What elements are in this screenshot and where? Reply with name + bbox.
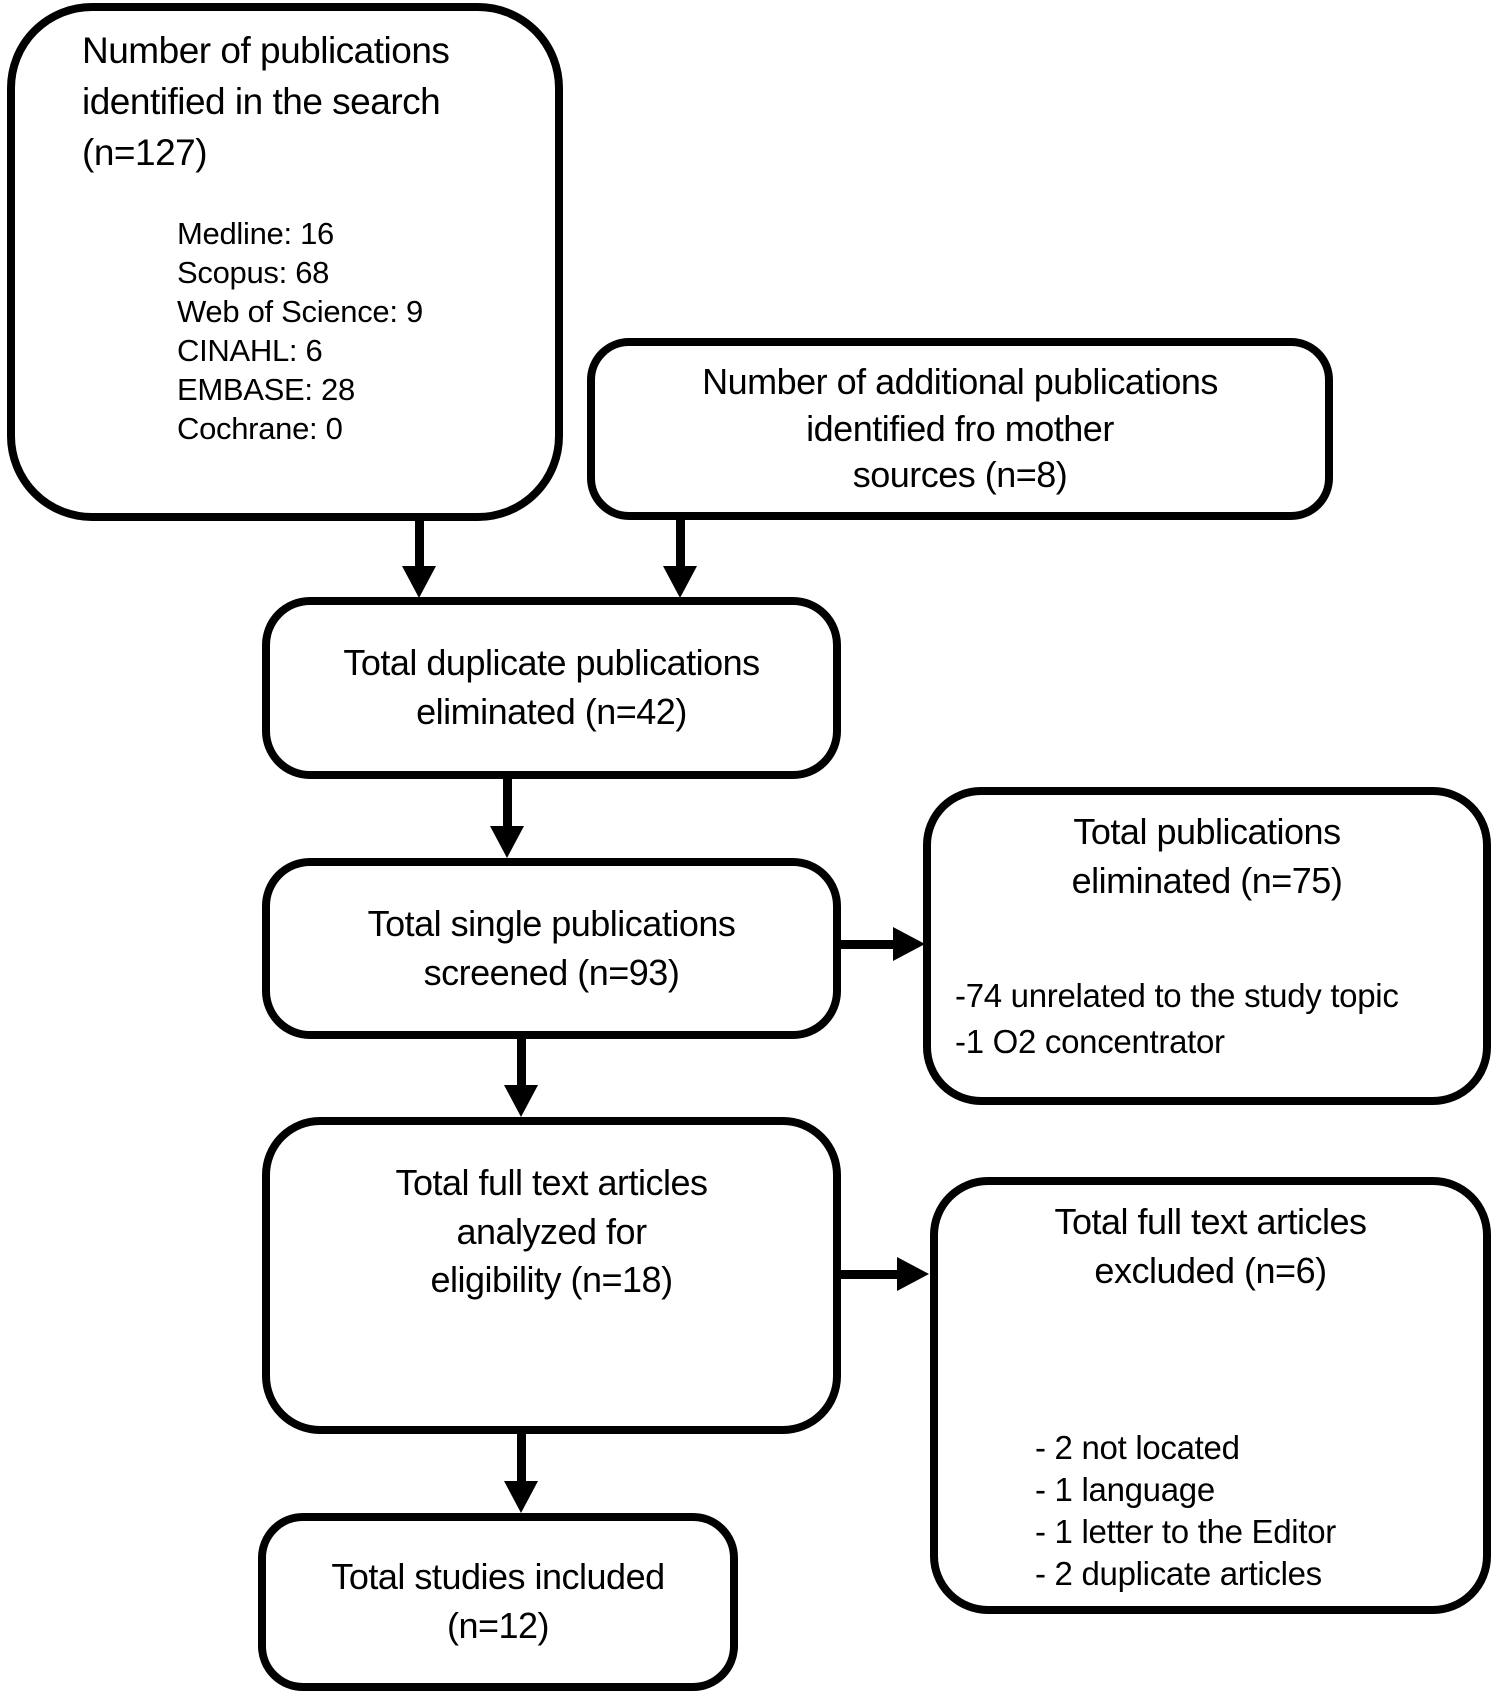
box-fulltext-analyzed: Total full text articles analyzed for el… (262, 1117, 841, 1434)
arrow-identified-to-duplicates-head (402, 566, 436, 598)
box-publications-eliminated: Total publications eliminated (n=75) -74… (923, 787, 1491, 1105)
arrow-fulltext-to-included-shaft (517, 1430, 526, 1481)
arrow-screened-to-fulltext-head (504, 1085, 538, 1117)
arrow-screened-to-eliminated-head (893, 927, 925, 961)
source-cochrane: Cochrane: 0 (177, 411, 343, 446)
box-duplicates-eliminated: Total duplicate publications eliminated … (262, 597, 841, 779)
arrow-screened-to-fulltext-shaft (517, 1035, 526, 1085)
source-embase: EMBASE: 28 (177, 372, 355, 407)
single-screened-text: Total single publications screened (n=93… (367, 902, 736, 993)
studies-included-text: Total studies included (n=12) (331, 1556, 665, 1646)
box-additional-sources: Number of additional publications identi… (587, 338, 1333, 520)
fulltext-excluded-title: Total full text articles excluded (n=6) (1054, 1201, 1367, 1291)
identified-search-source-list: Medline: 16 Scopus: 68 Web of Science: 9… (177, 214, 423, 448)
arrow-additional-to-duplicates-shaft (676, 516, 685, 568)
identified-search-heading: Number of publications identified in the… (82, 30, 450, 173)
box-single-screened: Total single publications screened (n=93… (262, 858, 841, 1039)
fulltext-analyzed-text: Total full text articles analyzed for el… (395, 1162, 708, 1301)
publications-eliminated-title: Total publications eliminated (n=75) (1071, 811, 1343, 901)
arrow-duplicates-to-screened-head (490, 826, 524, 858)
arrow-fulltext-to-excluded-shaft (837, 1270, 897, 1279)
source-web-of-science: Web of Science: 9 (177, 294, 423, 329)
source-scopus: Scopus: 68 (177, 255, 330, 290)
arrow-fulltext-to-excluded-head (897, 1257, 929, 1291)
arrow-fulltext-to-included-head (504, 1481, 538, 1513)
source-medline: Medline: 16 (177, 216, 334, 251)
additional-sources-text: Number of additional publications identi… (702, 360, 1218, 496)
source-cinahl: CINAHL: 6 (177, 333, 323, 368)
fulltext-excluded-reasons: - 2 not located - 1 language - 1 letter … (1035, 1429, 1336, 1592)
arrow-screened-to-eliminated-shaft (837, 940, 893, 949)
box-identified-search: Number of publications identified in the… (7, 3, 563, 521)
box-studies-included: Total studies included (n=12) (258, 1513, 738, 1691)
box-fulltext-excluded: Total full text articles excluded (n=6) … (930, 1177, 1491, 1614)
publications-eliminated-reasons: -74 unrelated to the study topic -1 O2 c… (955, 977, 1399, 1060)
arrow-identified-to-duplicates-shaft (415, 516, 424, 568)
arrow-duplicates-to-screened-shaft (503, 776, 512, 826)
arrow-additional-to-duplicates-head (663, 566, 697, 598)
duplicates-eliminated-text: Total duplicate publications eliminated … (343, 642, 760, 732)
